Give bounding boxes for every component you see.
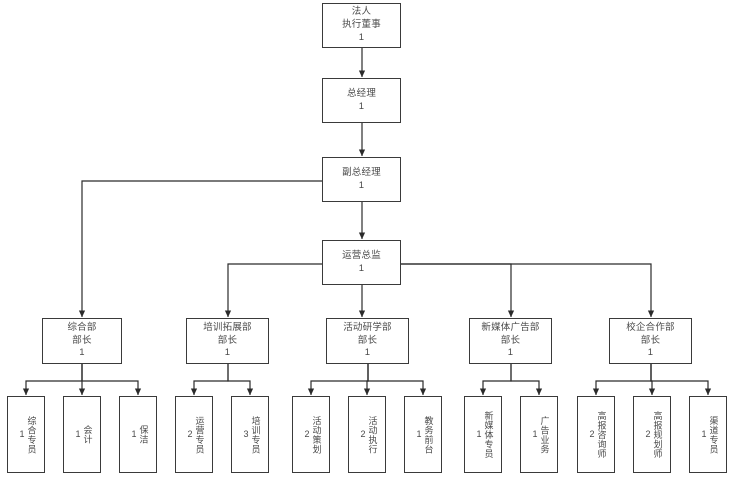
org-node-label: 新媒体专员 1 [474,410,494,459]
org-node-label: 保洁 1 [129,425,149,444]
org-node-label: 活动策划 2 [302,415,322,454]
org-node-label: 综合部 部长 1 [67,321,97,359]
connector-edge-ops-dept-training [224,263,322,318]
org-node-vgm[interactable]: 副总经理 1 [322,157,401,202]
connector-edge-training-1 [190,364,229,396]
org-node-ops[interactable]: 运营总监 1 [322,240,401,285]
connector-edge-ops-dept-media [401,263,515,318]
org-node-label: 教务前台 1 [414,415,434,454]
org-node-label: 法人 执行董事 1 [342,6,381,43]
org-node-label: 广告业务 1 [530,415,550,454]
connector-edge-ops-dept-school [401,263,655,318]
org-node-label: 渠道专员 1 [699,415,719,454]
edge-group [22,48,712,396]
org-node-label: 新媒体广告部 部长 1 [481,321,540,359]
connector-edge-general-3 [81,364,142,396]
org-node-label: 活动执行 2 [358,415,378,454]
org-node-label: 副总经理 1 [342,166,381,191]
org-node-staff-ad-business[interactable]: 广告业务 1 [520,396,558,473]
org-node-staff-gaobao-consultant[interactable]: 高报咨询师 2 [577,396,615,473]
org-node-label: 运营专员 2 [185,415,205,454]
connector-edge-media-1 [479,364,512,396]
org-node-staff-activity-planning[interactable]: 活动策划 2 [292,396,330,473]
connector-edge-school-1 [592,364,652,396]
org-node-staff-new-media[interactable]: 新媒体专员 1 [464,396,502,473]
connector-edge-school-3 [650,364,712,396]
org-node-label: 活动研学部 部长 1 [343,321,392,359]
org-node-label: 培训拓展部 部长 1 [203,321,252,359]
org-node-label: 培训专员 3 [241,415,261,454]
org-node-staff-cleaner[interactable]: 保洁 1 [119,396,157,473]
org-node-label: 会计 1 [73,425,93,444]
connector-edge-general-1 [22,364,83,396]
org-node-gm[interactable]: 总经理 1 [322,78,401,123]
connector-edge-media-2 [510,364,543,396]
org-node-label: 运营总监 1 [342,249,381,274]
org-node-staff-channel-specialist[interactable]: 渠道专员 1 [689,396,727,473]
org-node-dept-media[interactable]: 新媒体广告部 部长 1 [469,318,552,364]
connector-edge-activity-3 [367,364,427,396]
org-node-dept-school[interactable]: 校企合作部 部长 1 [609,318,692,364]
org-node-staff-accountant[interactable]: 会计 1 [63,396,101,473]
org-node-label: 校企合作部 部长 1 [626,321,675,359]
org-node-staff-ops-specialist[interactable]: 运营专员 2 [175,396,213,473]
org-node-staff-activity-execution[interactable]: 活动执行 2 [348,396,386,473]
connector-edge-activity-1 [307,364,369,396]
connector-edge-vgm-dept-general [78,180,322,318]
org-node-label: 综合专员 1 [17,415,37,454]
connector-edge-training-2 [227,364,254,396]
org-node-staff-general-specialist[interactable]: 综合专员 1 [7,396,45,473]
org-node-staff-front-desk[interactable]: 教务前台 1 [404,396,442,473]
org-node-staff-gaobao-planner[interactable]: 高报规划师 2 [633,396,671,473]
org-node-legal[interactable]: 法人 执行董事 1 [322,3,401,48]
org-node-staff-training-specialist[interactable]: 培训专员 3 [231,396,269,473]
org-node-label: 高报规划师 2 [643,410,663,459]
org-node-label: 高报咨询师 2 [587,410,607,459]
org-node-label: 总经理 1 [346,87,377,112]
org-node-dept-activity[interactable]: 活动研学部 部长 1 [326,318,409,364]
org-node-dept-general[interactable]: 综合部 部长 1 [42,318,122,364]
org-node-dept-training[interactable]: 培训拓展部 部长 1 [186,318,269,364]
